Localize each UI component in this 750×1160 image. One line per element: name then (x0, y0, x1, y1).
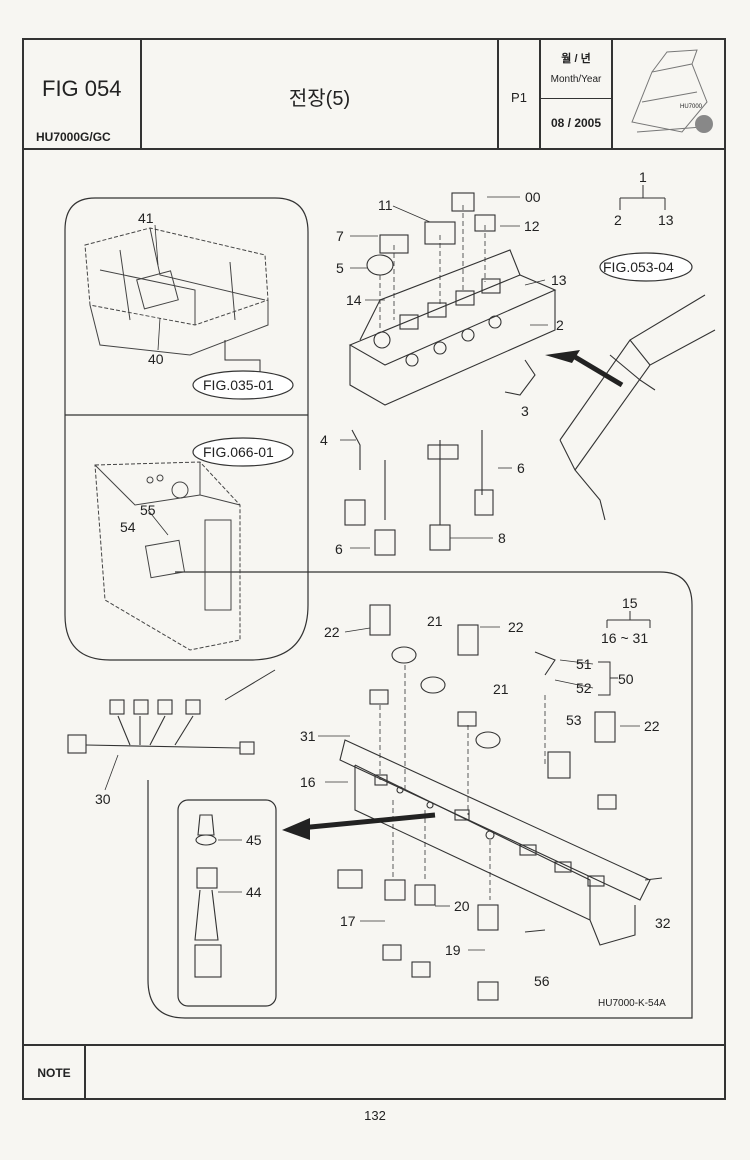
model-name: HU7000G/GC (36, 130, 111, 144)
callout-15: 15 (622, 595, 638, 611)
date-label-english: Month/Year (550, 74, 602, 85)
callout-45: 45 (246, 832, 262, 848)
callout-6b: 6 (335, 541, 343, 557)
note-row: NOTE (24, 1044, 724, 1100)
ref-bracket-sketch (559, 294, 716, 521)
callout-22a: 22 (324, 624, 340, 640)
callout-52: 52 (576, 680, 592, 696)
callout-17: 17 (340, 913, 356, 929)
callout-00: 00 (525, 189, 541, 205)
page-code: P1 (511, 90, 527, 105)
callout-11: 11 (378, 197, 393, 213)
date-cell: 월 / 년 Month/Year 08 / 2005 (541, 40, 613, 148)
callout-14: 14 (346, 292, 362, 308)
fig-cell: FIG 054 HU7000G/GC (24, 40, 142, 148)
callout-8: 8 (498, 530, 506, 546)
callout-44: 44 (246, 884, 262, 900)
callout-54: 54 (120, 519, 136, 535)
date-divider (541, 98, 611, 99)
callout-16-31: 16 ~ 31 (601, 630, 648, 646)
callout-32: 32 (655, 915, 671, 931)
page-code-cell: P1 (499, 40, 541, 148)
frame-sketch (84, 227, 269, 356)
inset-toggle (177, 799, 277, 1007)
callout-22b: 22 (508, 619, 524, 635)
ref-bubble-035 (192, 370, 294, 400)
wire-harness-sketch (67, 699, 255, 755)
ref-label-053: FIG.053-04 (603, 259, 674, 275)
callout-53: 53 (566, 712, 582, 728)
callout-16: 16 (300, 774, 316, 790)
ref-bubble-066 (192, 437, 294, 467)
callout-12: 12 (524, 218, 540, 234)
callout-56: 56 (534, 973, 550, 989)
callout-55: 55 (140, 502, 156, 518)
title-cell: 전장(5) (142, 40, 499, 148)
housing-sketch (94, 461, 241, 651)
page-number: 132 (364, 1108, 386, 1123)
callout-31: 31 (300, 728, 316, 744)
inset-lower-panel (147, 571, 693, 1019)
date-value: 08 / 2005 (550, 116, 602, 130)
callout-21b: 21 (493, 681, 509, 697)
callout-22c: 22 (644, 718, 660, 734)
ref-bubble-053 (599, 252, 693, 282)
lower-switch-panel (337, 604, 663, 1001)
machine-thumbnail: HU7000 (631, 49, 713, 133)
callout-6a: 6 (517, 460, 525, 476)
ref-label-035: FIG.035-01 (203, 377, 274, 393)
callout-1-sub-13: 13 (658, 212, 674, 228)
callout-19: 19 (445, 942, 461, 958)
note-label: NOTE (37, 1066, 71, 1080)
note-label-cell: NOTE (24, 1046, 86, 1100)
callout-1: 1 (639, 169, 647, 185)
ref-label-066: FIG.066-01 (203, 444, 274, 460)
drawing-code: HU7000-K-54A (598, 998, 666, 1009)
upper-switch-panel (344, 192, 557, 556)
callout-21a: 21 (427, 613, 443, 629)
callout-20: 20 (454, 898, 470, 914)
callout-41: 41 (138, 210, 154, 226)
callout-3: 3 (521, 403, 529, 419)
callout-4: 4 (320, 432, 328, 448)
callout-30: 30 (95, 791, 111, 807)
callout-1-sub-2: 2 (614, 212, 622, 228)
callout-7: 7 (336, 228, 344, 244)
callout-13: 13 (551, 272, 567, 288)
header-block: FIG 054 HU7000G/GC 전장(5) P1 월 / 년 Month/… (24, 40, 724, 150)
date-label-korean: 월 / 년 (561, 53, 591, 65)
fig-number: FIG 054 (42, 76, 122, 101)
callout-5: 5 (336, 260, 344, 276)
svg-text:HU7000: HU7000 (680, 104, 703, 110)
inset-upper-left (64, 197, 309, 661)
page-frame: FIG 054 HU7000G/GC 전장(5) P1 월 / 년 Month/… (22, 38, 726, 1100)
toggle-switch-sketch (194, 814, 222, 978)
callout-2: 2 (556, 317, 564, 333)
callout-labels: 00 11 12 7 5 14 13 2 3 4 6 6 8 1 2 13 41… (95, 169, 674, 989)
callout-51: 51 (576, 656, 592, 672)
callout-40: 40 (148, 351, 164, 367)
page-title: 전장(5) (288, 88, 351, 110)
callout-50: 50 (618, 671, 634, 687)
